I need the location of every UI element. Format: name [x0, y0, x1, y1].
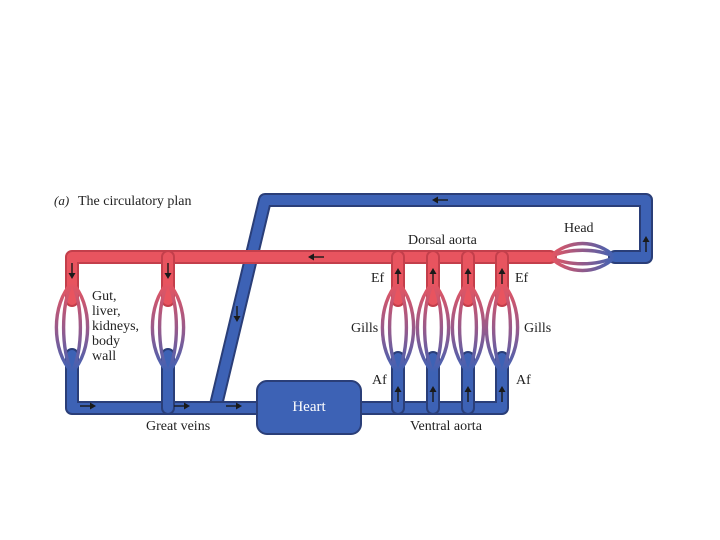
- arrow-top-return: [432, 196, 448, 204]
- gill-capillary-bed-2: [415, 276, 451, 374]
- great-veins-label: Great veins: [146, 419, 210, 434]
- arrow-into-heart: [226, 402, 242, 410]
- heart-chamber: [256, 380, 362, 435]
- arrow-gill-3-in: [464, 386, 472, 402]
- arrow-great-vein-1: [80, 402, 96, 410]
- title-panel-letter: (a): [54, 193, 69, 208]
- gut-capillary-bed-1: [54, 276, 90, 374]
- af-left-label: Af: [372, 373, 387, 388]
- arrow-gut-2-in: [164, 263, 172, 279]
- ventral-aorta-label: Ventral aorta: [410, 419, 483, 434]
- head-label: Head: [564, 221, 594, 236]
- gills-left-label: Gills: [351, 321, 378, 336]
- arrow-gill-4-in: [498, 386, 506, 402]
- gill-capillary-bed-4: [484, 276, 520, 374]
- arrow-head-return: [642, 236, 650, 252]
- dorsal-aorta-vessel: [65, 250, 557, 307]
- af-right-label: Af: [516, 373, 531, 388]
- arterial-circuit: [65, 250, 557, 307]
- gill-capillary-bed-1: [380, 276, 416, 374]
- arrow-gill-1-out: [394, 268, 402, 284]
- arrow-gill-2-in: [429, 386, 437, 402]
- dorsal-aorta-label: Dorsal aorta: [408, 233, 478, 248]
- capillary-beds: [54, 241, 617, 374]
- ef-left-label: Ef: [371, 271, 385, 286]
- arrow-dorsal-aorta: [308, 253, 324, 261]
- arrow-gill-4-out: [498, 268, 506, 284]
- flow-arrows: [68, 196, 650, 410]
- head-capillary-bed: [548, 241, 617, 273]
- heart-label: Heart: [292, 399, 326, 415]
- arrow-gill-2-out: [429, 268, 437, 284]
- venous-circuit: [65, 193, 653, 415]
- gills-right-label: Gills: [524, 321, 551, 336]
- page-title: The circulatory plan: [78, 194, 192, 209]
- arrow-diagonal-return: [233, 306, 241, 322]
- arrow-great-vein-2: [174, 402, 190, 410]
- ef-right-label: Ef: [515, 271, 529, 286]
- arrow-gill-3-out: [464, 268, 472, 284]
- gill-capillary-bed-3: [450, 276, 486, 374]
- arrow-gut-1-in: [68, 263, 76, 279]
- arrow-gill-1-in: [394, 386, 402, 402]
- gut-capillary-bed-2: [150, 276, 186, 374]
